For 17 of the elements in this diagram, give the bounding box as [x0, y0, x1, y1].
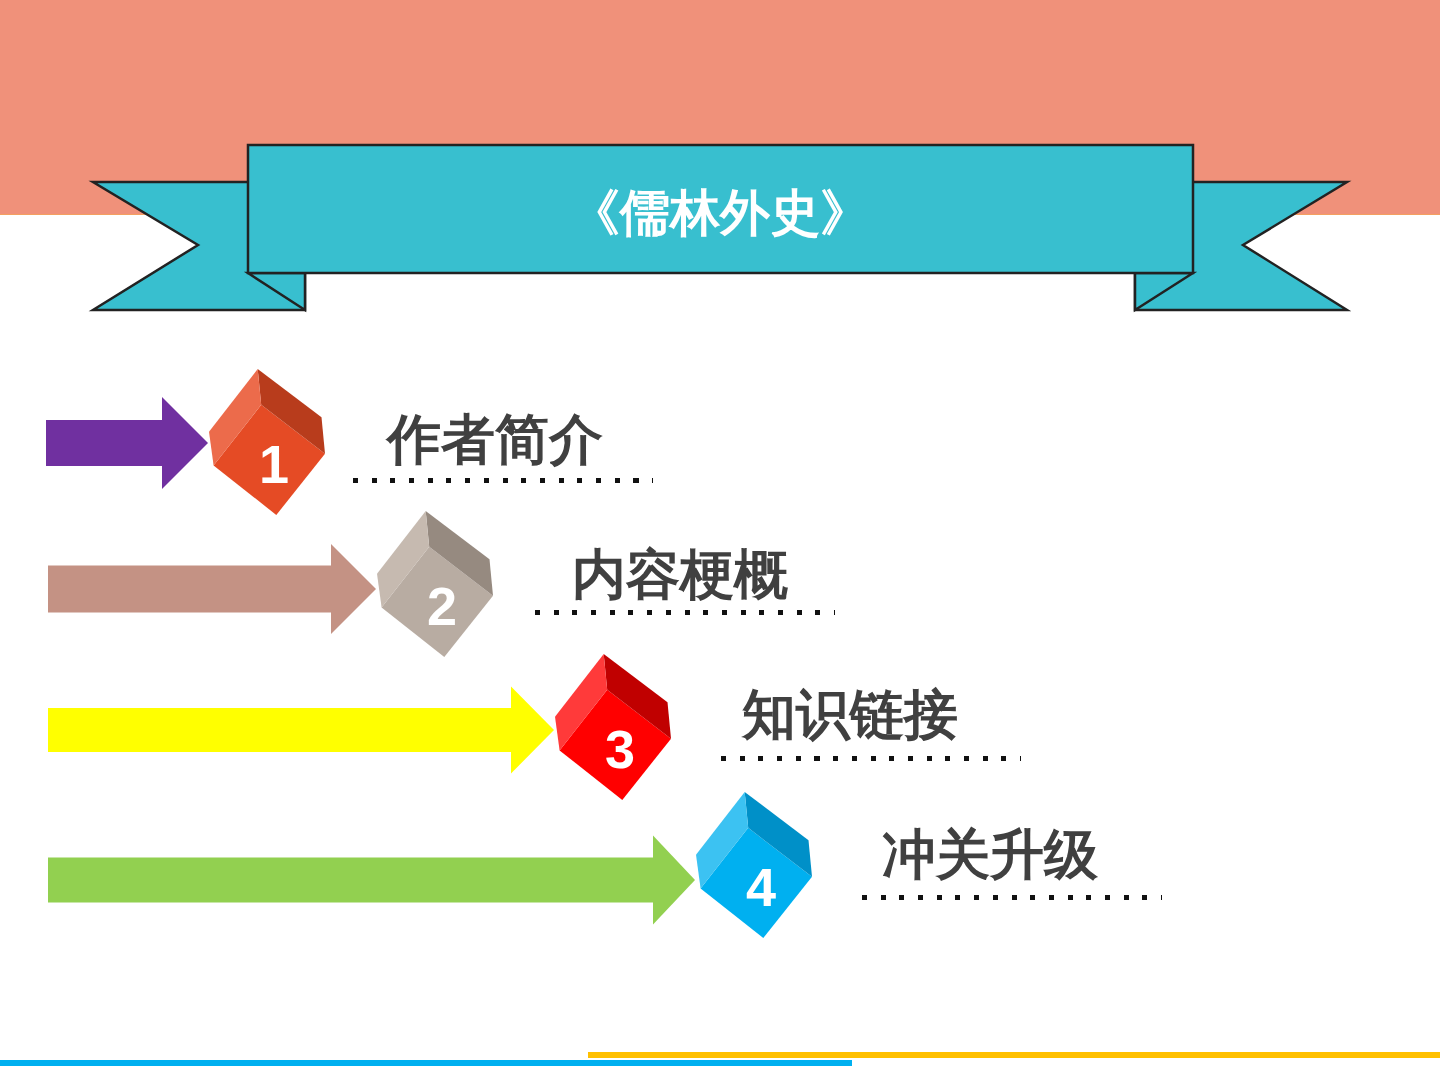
numbered-cube: [696, 792, 812, 938]
numbered-cube: [209, 369, 325, 515]
section-title: 内容梗概: [572, 548, 788, 602]
banner-title: 《儒林外史》: [570, 188, 870, 238]
cube-number: 2: [426, 578, 457, 633]
block-arrow: [48, 544, 376, 634]
cube-number: 3: [604, 721, 635, 776]
cube-number: 4: [745, 859, 776, 914]
block-arrow: [48, 686, 554, 774]
section-title: 知识链接: [742, 688, 958, 742]
block-arrow: [48, 835, 695, 925]
numbered-cube: [555, 654, 671, 800]
section-title: 冲关升级: [882, 828, 1098, 882]
block-arrow: [46, 397, 208, 489]
section-title: 作者简介: [387, 413, 603, 467]
numbered-cube: [377, 511, 493, 657]
cube-number: 1: [258, 436, 289, 491]
